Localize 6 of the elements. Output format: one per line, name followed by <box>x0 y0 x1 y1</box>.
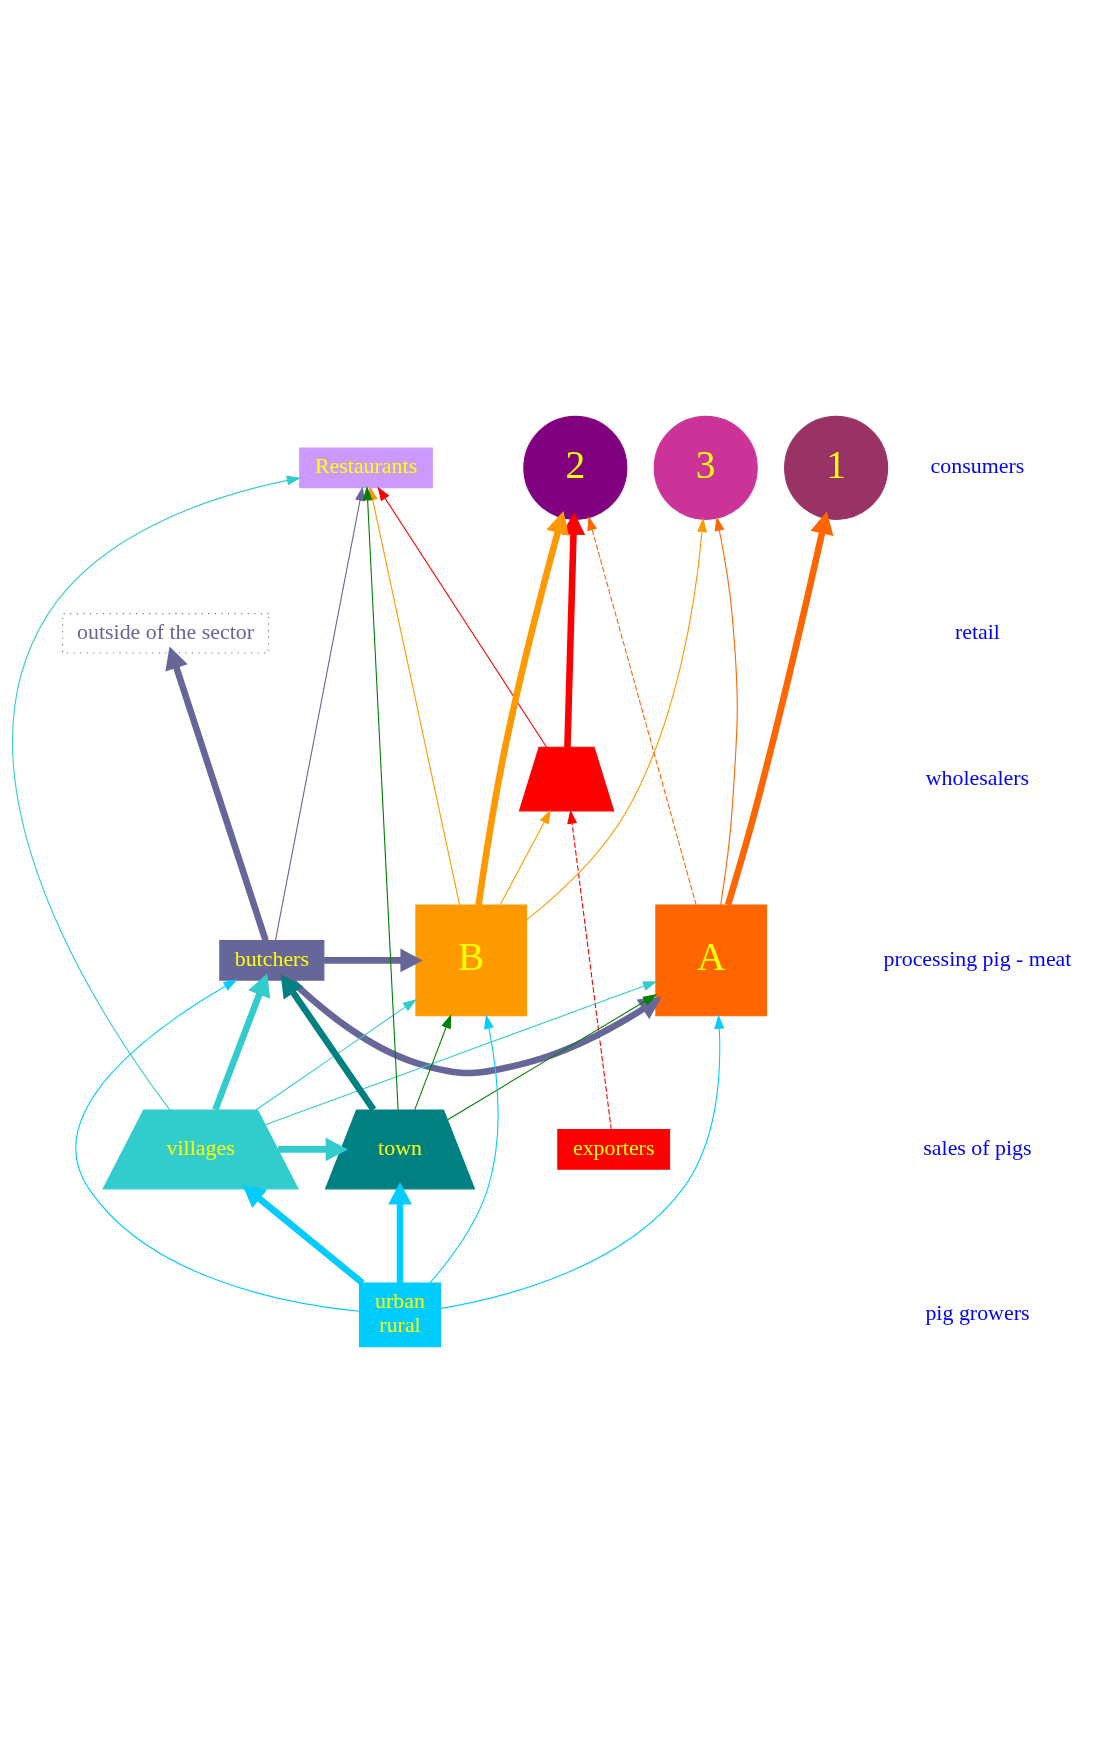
label: processing pig - meat <box>883 945 1072 971</box>
label: sales of pigs <box>923 1134 1032 1160</box>
label: pig growers <box>925 1300 1030 1326</box>
label: retail <box>954 618 1000 644</box>
label: consumers <box>930 453 1025 479</box>
label: wholesalers <box>925 764 1030 790</box>
